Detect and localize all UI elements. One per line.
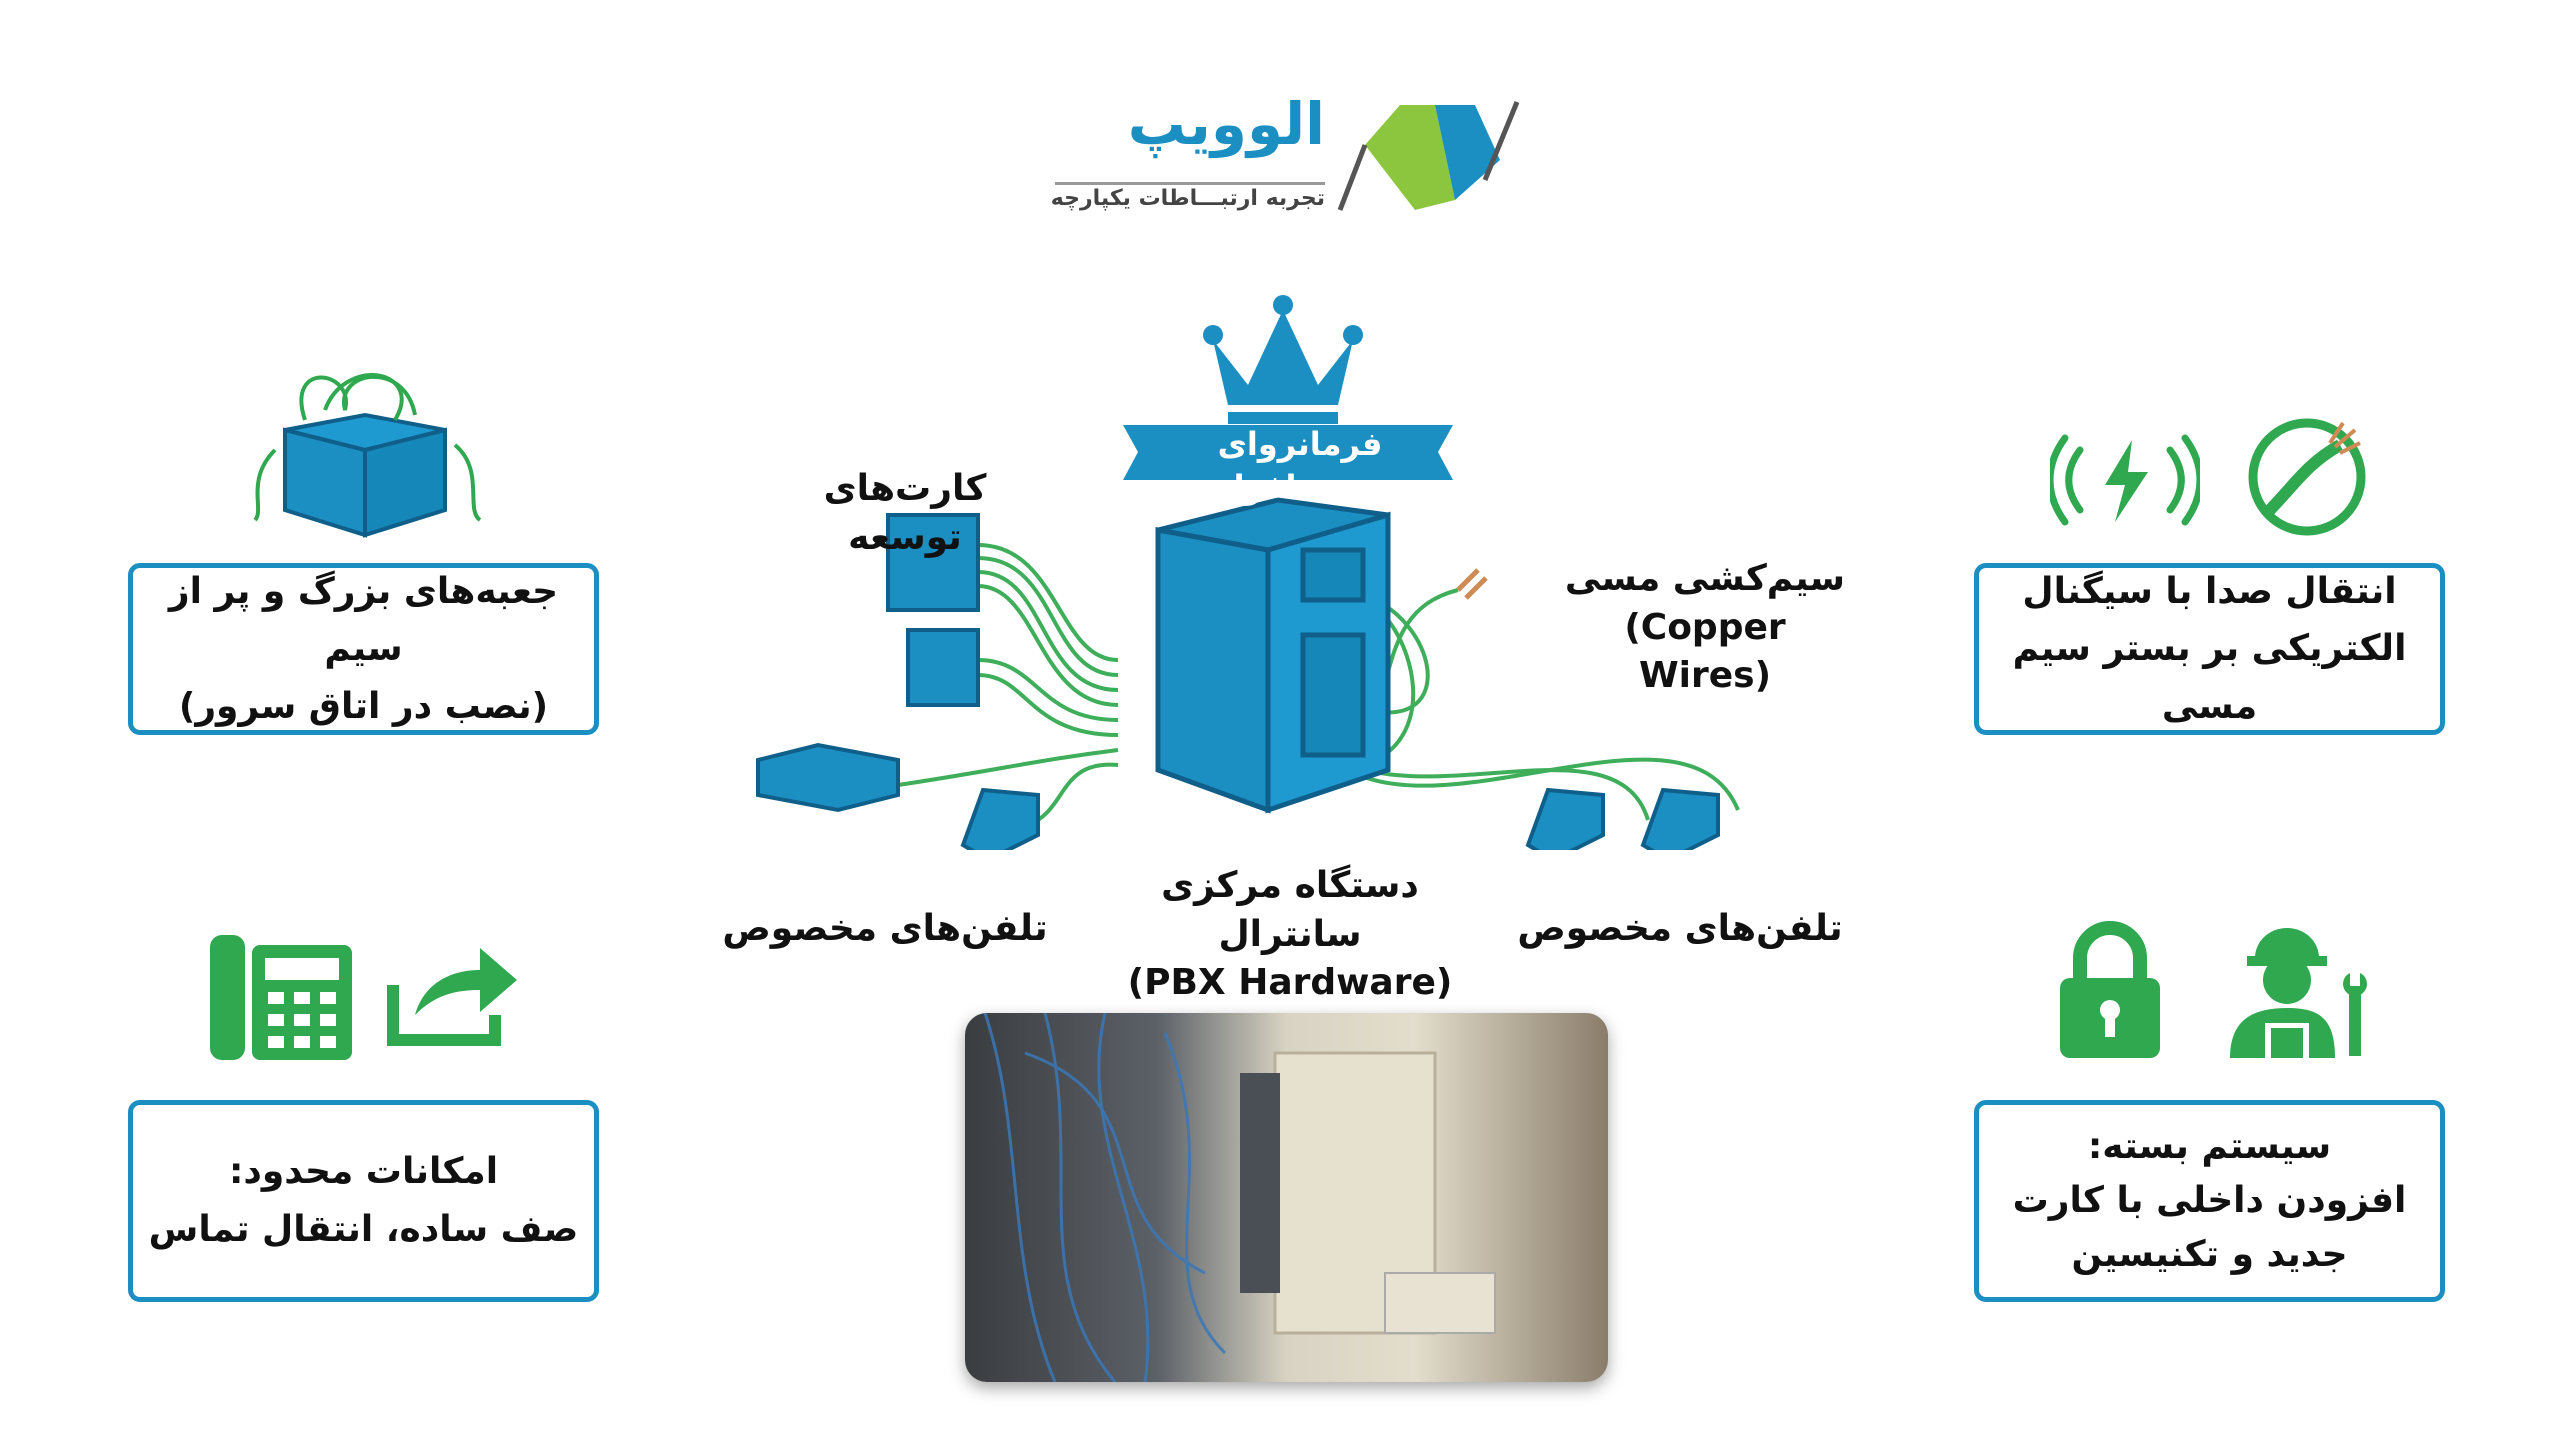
crown-banner bbox=[1123, 425, 1453, 480]
card-line1: سیستم بسته: bbox=[2087, 1126, 2332, 1167]
logo-av-mark bbox=[1337, 101, 1520, 211]
card-closed-system: سیستم بسته: افزودن داخلی با کارت جدید و … bbox=[1974, 1100, 2445, 1302]
logo-tagline: تجربه ارتبـــاطات یکپارچه bbox=[1050, 186, 1325, 211]
card-line3: جدید و تکنیسین bbox=[2071, 1234, 2348, 1275]
card-server-room-boxes: جعبه‌های بزرگ و پر از سیم (نصب در اتاق س… bbox=[128, 563, 599, 735]
wires bbox=[897, 543, 1740, 827]
card-line1: جعبه‌های بزرگ و پر از سیم bbox=[168, 570, 559, 670]
desk-phones bbox=[960, 787, 1720, 850]
card-line2: الکتریکی بر بستر سیم مسی bbox=[2012, 628, 2407, 727]
copper-wires-label: سیم‌کشی مسی (Copper Wires) bbox=[1560, 555, 1850, 701]
card-line2: صف ساده، انتقال تماس bbox=[148, 1209, 579, 1250]
box-of-wires-icon bbox=[253, 373, 482, 538]
technician-icon bbox=[2230, 928, 2367, 1058]
logo-divider bbox=[1055, 182, 1325, 185]
pbx-diagram bbox=[756, 295, 1740, 850]
phones-right-label: تلفن‌های مخصوص bbox=[1517, 908, 1843, 949]
copper-label-en: (Copper Wires) bbox=[1624, 606, 1786, 697]
card-line1: انتقال صدا با سیگنال bbox=[2022, 570, 2397, 612]
expansion-cards bbox=[756, 513, 980, 813]
electric-signal-icon bbox=[2050, 434, 2200, 526]
pbx-label-en: (PBX Hardware) bbox=[1127, 962, 1453, 1004]
crown-icon bbox=[1203, 295, 1363, 424]
lock-icon bbox=[2060, 921, 2160, 1058]
pbx-label: دستگاه مرکزی سانترال (PBX Hardware) bbox=[1090, 862, 1490, 1008]
expansion-cards-label: کارت‌های توسعه bbox=[823, 468, 987, 558]
logo: الوویپ تجربه ارتبـــاطات یکپارچه bbox=[1050, 90, 1520, 215]
card-line2: (نصب در اتاق سرور) bbox=[178, 685, 549, 727]
copper-wire-icon bbox=[2248, 418, 2366, 536]
crown-banner-text: فرمانروای سخت‌افزار bbox=[1215, 425, 1385, 507]
logo-brand-name: الوویپ bbox=[1127, 90, 1325, 158]
card-line1: امکانات محدود: bbox=[228, 1151, 499, 1193]
pbx-room-photo bbox=[965, 1013, 1608, 1382]
forward-arrow-icon bbox=[387, 948, 517, 1046]
pbx-label-fa: دستگاه مرکزی سانترال bbox=[1161, 865, 1419, 955]
copper-label-fa: سیم‌کشی مسی bbox=[1564, 558, 1846, 599]
phones-left-label: تلفن‌های مخصوص bbox=[722, 908, 1048, 949]
card-line2: افزودن داخلی با کارت bbox=[2012, 1180, 2407, 1221]
desk-phone-icon bbox=[210, 935, 352, 1060]
card-limited-features: امکانات محدود: صف ساده، انتقال تماس bbox=[128, 1100, 599, 1302]
card-electrical-signal: انتقال صدا با سیگنال الکتریکی بر بستر سی… bbox=[1974, 563, 2445, 735]
pbx-cabinet bbox=[1155, 497, 1391, 814]
